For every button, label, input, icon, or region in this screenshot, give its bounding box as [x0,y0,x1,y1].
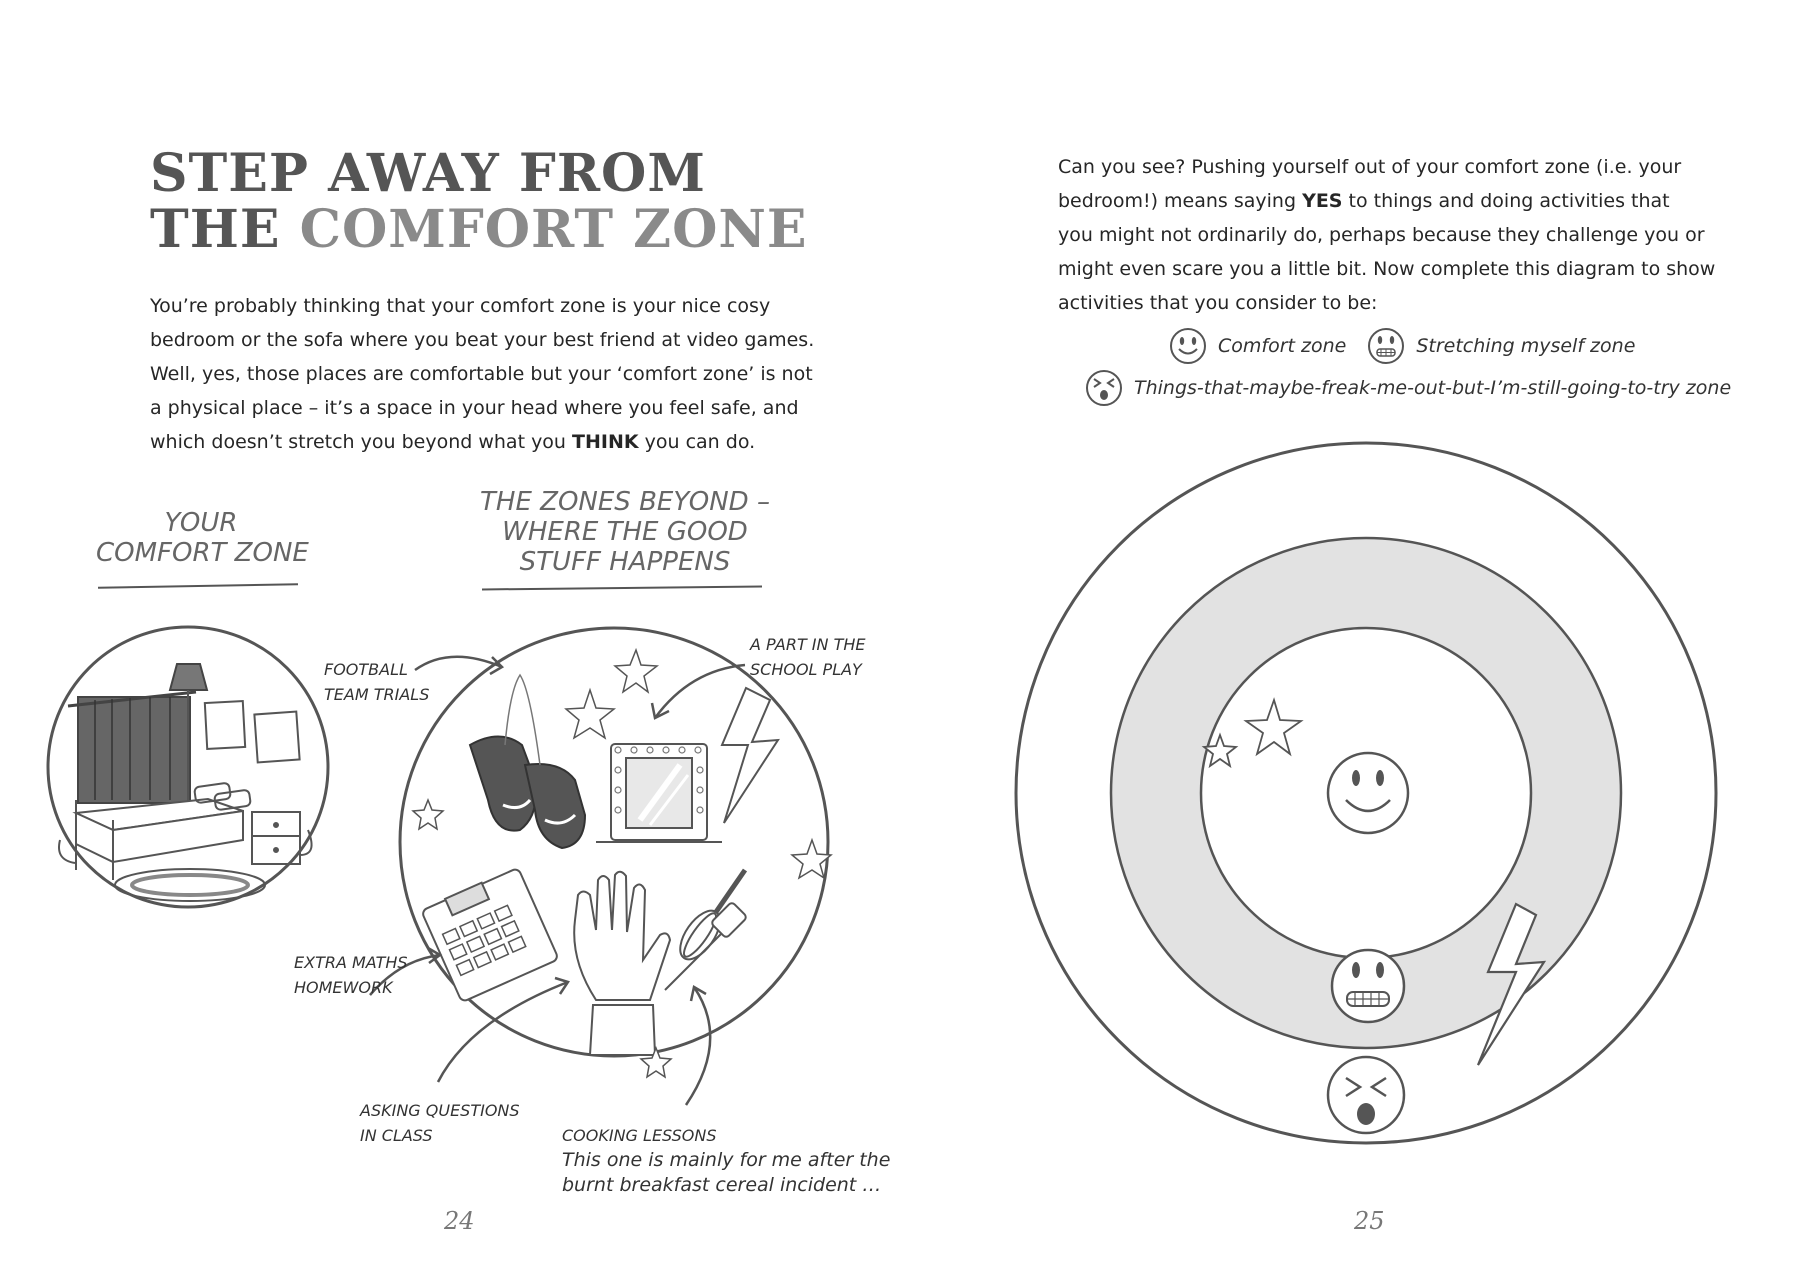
label-cooking: COOKING LESSONS This one is mainly for m… [562,1123,890,1198]
zones-diagram [904,0,1807,1276]
bedroom-illustration [48,627,328,907]
page-number: 25 [1354,1207,1385,1235]
calculator-icon [421,868,559,1002]
mirror-icon [596,744,722,842]
zones-beyond-illustration [400,628,831,1077]
spatula-icon [665,902,747,990]
arrow-icon [370,657,745,1105]
grimace-icon [1332,950,1404,1022]
shocked-icon [1328,1057,1404,1133]
page-number: 24 [444,1207,475,1235]
label-line: EXTRA MATHS [294,950,408,975]
label-line: ASKING QUESTIONS [360,1098,520,1123]
label-questions: ASKING QUESTIONS IN CLASS [360,1098,520,1148]
right-page: Can you see? Pushing yourself out of you… [904,0,1807,1276]
left-page: STEP AWAY FROM THE COMFORT ZONE You’re p… [0,0,904,1276]
label-line: COOKING LESSONS [562,1123,890,1148]
lightning-icon [722,688,778,823]
label-football: FOOTBALL TEAM TRIALS [324,657,429,707]
cooking-note-line: This one is mainly for me after the [562,1148,890,1173]
label-line: HOMEWORK [294,975,408,1000]
hand-icon [574,872,670,1055]
label-line: IN CLASS [360,1123,520,1148]
label-maths: EXTRA MATHS HOMEWORK [294,950,408,1000]
label-line: TEAM TRIALS [324,682,429,707]
label-line: A PART IN THE [750,632,866,657]
smiley-icon [1328,753,1408,833]
label-school-play: A PART IN THE SCHOOL PLAY [750,632,866,682]
cooking-note-line: burnt breakfast cereal incident … [562,1173,890,1198]
football-boots-icon [470,675,585,848]
label-line: FOOTBALL [324,657,429,682]
label-line: SCHOOL PLAY [750,657,866,682]
